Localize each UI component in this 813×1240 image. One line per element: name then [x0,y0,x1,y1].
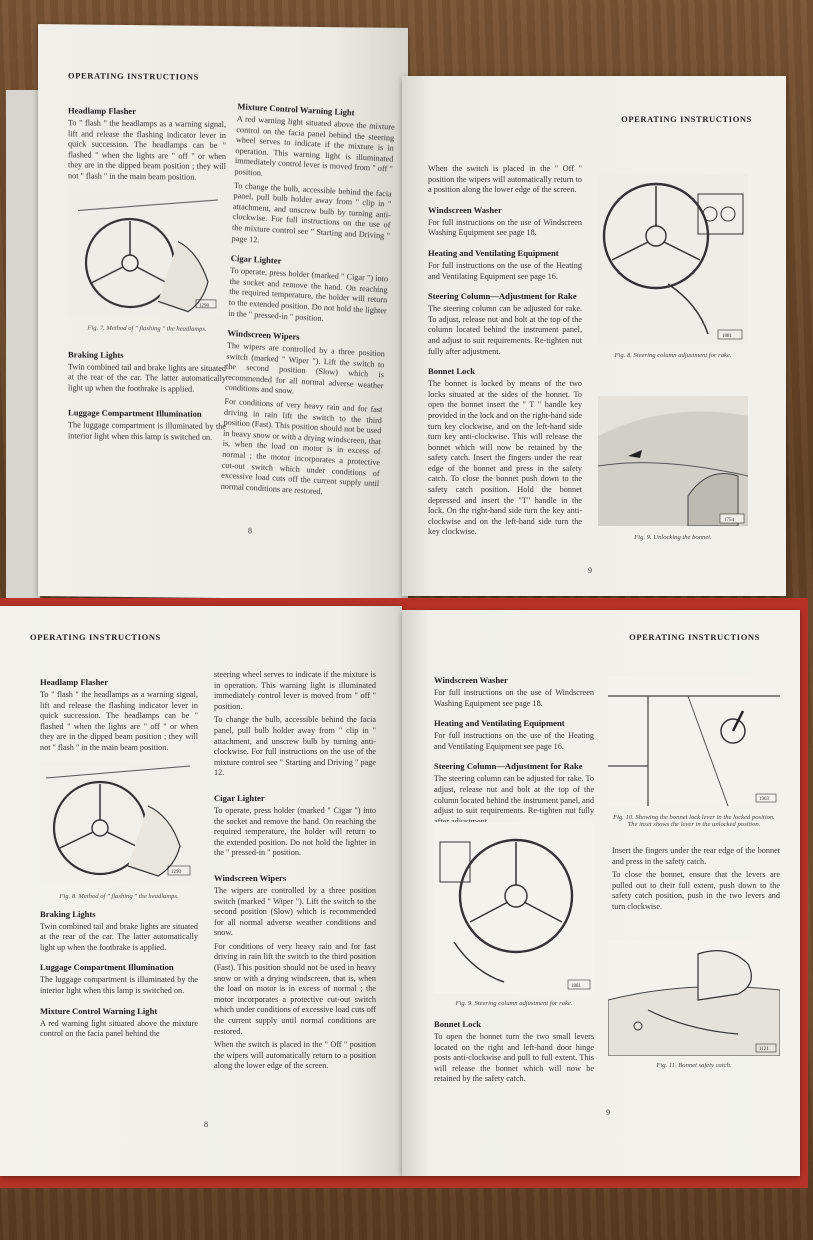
paragraph: To operate, press holder (marked " Cigar… [228,266,389,323]
figure-code: 1881 [722,334,733,339]
heading: Headlamp Flasher [40,677,109,687]
bonnet-safety-catch-illustration: 1121 [608,940,780,1056]
paragraph: To change the bulb, accessible behind th… [231,180,392,244]
paragraph: The wipers are controlled by a three pos… [214,885,376,938]
paragraph: For conditions of very heavy rain and fo… [214,941,376,1036]
figure-code: 1963 [759,797,770,802]
figure-caption: Fig. 9. Steering column adjustment for r… [455,1000,573,1007]
paragraph: steering wheel serves to indicate if the… [214,670,376,711]
heading: Bonnet Lock [428,366,476,377]
booklet-page-edges [6,90,40,626]
paragraph: To open the bonnet turn the two small le… [434,1032,594,1084]
figure-caption: Fig. 11. Bonnet safety catch. [656,1062,732,1069]
paragraph: For full instructions on the use of Wind… [428,217,582,238]
top-right-col1: When the switch is placed in the " Off "… [428,164,582,538]
top-right-page: OPERATING INSTRUCTIONS When the switch i… [402,76,786,596]
paragraph: The luggage compartment is illuminated b… [40,975,198,995]
page-header: OPERATING INSTRUCTIONS [30,632,161,642]
paragraph: The bonnet is locked by means of the two… [428,379,582,537]
paragraph: To " flash " the headlamps as a warning … [40,690,198,752]
heading: Luggage Compartment Illumination [40,962,174,973]
heading: Braking Lights [68,348,124,360]
paragraph: When the switch is placed in the " Off "… [214,1040,376,1071]
top-left-col2: Mixture Control Warning Light A red warn… [221,92,396,500]
paragraph: For full instructions on the use of the … [428,260,582,281]
heading: Heating and Ventilating Equipment [434,718,565,729]
paragraph: The wipers are controlled by a three pos… [224,340,385,396]
figure-caption: Fig. 8. Method of " flashing " the headl… [59,892,179,900]
page-number: 8 [204,1120,208,1129]
paragraph: A red warning light situated above the m… [234,114,395,178]
bottom-left-col2: steering wheel serves to indicate if the… [214,670,376,1072]
bottom-right-col2: Insert the fingers under the rear edge o… [612,846,780,913]
page-number: 9 [588,566,592,575]
steering-wheel-illustration: 1290 [68,189,226,317]
heading: Mixture Control Warning Light [40,1005,158,1016]
steering-column-illustration: 1881 [434,822,594,994]
figure-code: 1881 [571,984,582,989]
steering-wheel-illustration: 1290 [40,761,198,882]
figure-caption: Fig. 7. Method of " flashing " the headl… [87,324,207,333]
paragraph: The luggage compartment is illuminated b… [68,420,226,442]
heading: Cigar Lighter [214,792,265,803]
bottom-right-page: OPERATING INSTRUCTIONS Windscreen Washer… [402,610,800,1176]
paragraph: For conditions of very heavy rain and fo… [220,396,383,496]
figure-code: 1290 [171,870,182,875]
heading: Windscreen Washer [428,204,502,215]
page-header: OPERATING INSTRUCTIONS [629,632,760,642]
paragraph: Insert the fingers under the rear edge o… [612,846,780,866]
figure-code: 1121 [759,1047,769,1052]
paragraph: When the switch is placed in the " Off "… [428,164,582,195]
figure-caption: Fig. 10. Showing the bonnet lock lever i… [613,814,775,828]
bottom-left-col1: Headlamp Flasher To " flash " the headla… [40,668,198,1040]
paragraph: To " flash " the headlamps as a warning … [68,118,226,182]
paragraph: The steering column can be adjusted for … [434,774,595,826]
page-number: 8 [248,526,252,536]
page-header: OPERATING INSTRUCTIONS [621,114,752,124]
page-header: OPERATING INSTRUCTIONS [68,70,199,82]
heading: Steering Column—Adjustment for Rake [428,291,577,302]
bottom-left-page: OPERATING INSTRUCTIONS Headlamp Flasher … [0,606,402,1176]
heading: Steering Column—Adjustment for Rake [434,761,583,772]
heading: Heating and Ventilating Equipment [428,247,559,258]
bottom-right-col1: Windscreen Washer For full instructions … [434,666,594,827]
top-left-page: OPERATING INSTRUCTIONS Headlamp Flasher … [38,24,408,600]
figure-code: 1290 [199,303,209,308]
paragraph: The steering column can be adjusted for … [428,304,582,356]
paragraph: Twin combined tail and brake lights are … [40,921,198,952]
figure-code: 1754 [724,518,735,523]
paragraph: To operate, press holder (marked " Cigar… [214,805,376,858]
heading: Headlamp Flasher [68,105,137,117]
top-booklet: OPERATING INSTRUCTIONS Headlamp Flasher … [6,24,786,626]
paragraph: To change the bulb, accessible behind th… [214,715,376,778]
heading: Braking Lights [40,908,96,919]
steering-column-illustration: 1881 [598,174,748,344]
paragraph: For full instructions on the use of Wind… [434,688,594,708]
figure-caption: Fig. 9. Unlocking the bonnet. [634,534,712,541]
heading: Luggage Compartment Illumination [68,407,202,420]
paragraph: To close the bonnet, ensure that the lev… [612,870,780,911]
bonnet-lock-lever-illustration: 1963 [608,676,780,806]
heading: Bonnet Lock [434,1019,482,1029]
page-number: 9 [606,1108,610,1117]
heading: Windscreen Washer [434,675,508,685]
heading: Windscreen Wipers [214,872,287,883]
paragraph: A red warning light situated above the m… [40,1018,198,1039]
figure-caption: Fig. 8. Steering column adjustment for r… [614,352,732,359]
bonnet-unlocking-photo: 1754 [598,396,748,526]
paragraph: For full instructions on the use of the … [434,731,594,751]
bottom-booklet: OPERATING INSTRUCTIONS Headlamp Flasher … [0,598,813,1198]
top-left-col1: Headlamp Flasher To " flash " the headla… [68,96,226,443]
bonnet-lock-section: Bonnet Lock To open the bonnet turn the … [434,1010,594,1085]
paragraph: Twin combined tail and brake lights are … [68,361,226,394]
